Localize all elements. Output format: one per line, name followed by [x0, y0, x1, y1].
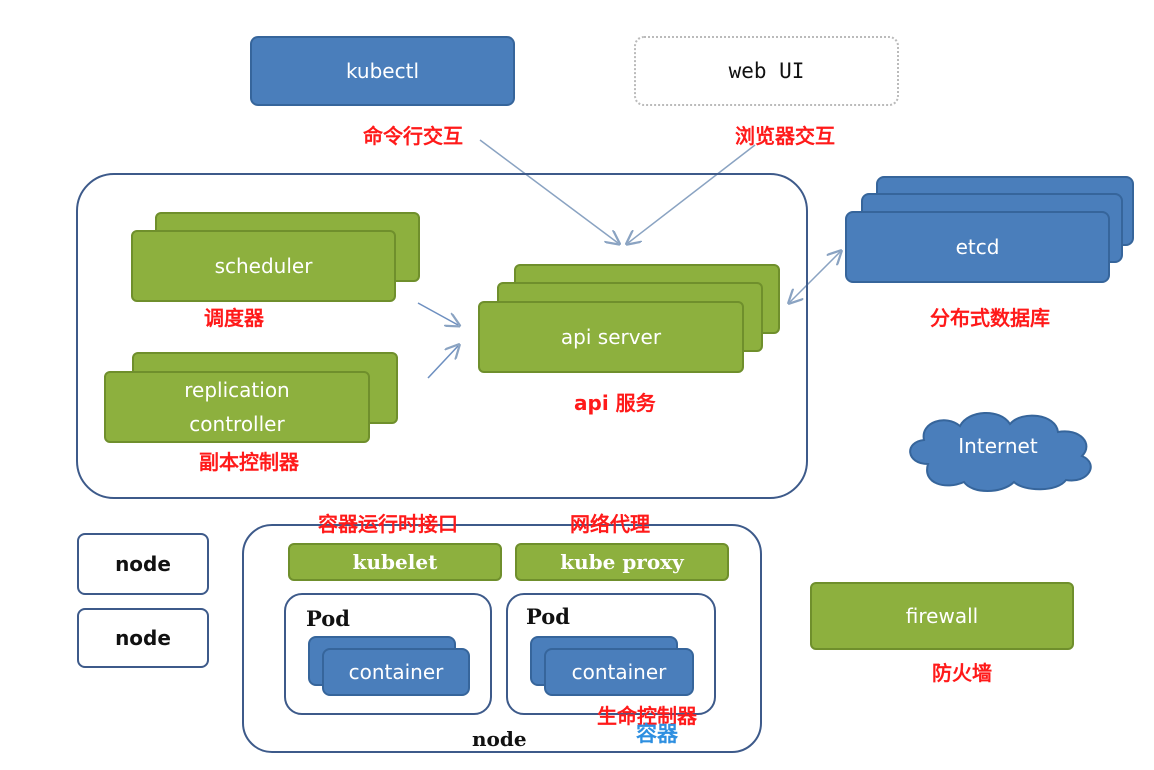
kubectl-label: 命令行交互: [363, 124, 463, 148]
replication-text-line2: controller: [189, 412, 285, 436]
kube-proxy-box: kube proxy: [515, 543, 729, 581]
kube-proxy-label: 网络代理: [570, 512, 650, 536]
scheduler-to-api-arrow: [417, 302, 458, 325]
replication-label: 副本控制器: [199, 450, 299, 474]
api-server-text: api server: [560, 325, 662, 349]
node-text-2: node: [115, 626, 171, 650]
etcd-box: etcd: [845, 211, 1110, 283]
container-box-1: container: [322, 648, 470, 696]
scheduler-text: scheduler: [214, 254, 313, 278]
pod-text-2: Pod: [526, 604, 570, 629]
scheduler-label: 调度器: [204, 306, 264, 330]
lifecycle-label: 生命控制器: [597, 704, 697, 728]
internet-label-wrap: Internet: [898, 404, 1098, 488]
kube-proxy-text: kube proxy: [560, 550, 684, 574]
scheduler-box: scheduler: [131, 230, 396, 302]
webui-text: web UI: [728, 59, 805, 83]
pod-box-1: [284, 593, 492, 715]
container-label: 容器: [636, 722, 678, 746]
etcd-text: etcd: [955, 235, 1000, 259]
pod-text-1: Pod: [306, 606, 350, 631]
node-box-2: node: [77, 608, 209, 668]
internet-text: Internet: [958, 434, 1038, 458]
kubectl-box: kubectl: [250, 36, 515, 106]
kubelet-box: kubelet: [288, 543, 502, 581]
webui-label: 浏览器交互: [735, 124, 835, 148]
replication-to-api-arrow: [427, 346, 458, 379]
master-container: [76, 173, 808, 499]
container-box-2: container: [544, 648, 694, 696]
node-text-1: node: [115, 552, 171, 576]
pod-box-2: [506, 593, 716, 715]
firewall-text: firewall: [905, 604, 979, 628]
webui-box: web UI: [634, 36, 899, 106]
api-server-box: api server: [478, 301, 744, 373]
kubelet-text: kubelet: [352, 550, 438, 574]
api-etcd-arrow: [790, 252, 840, 302]
kubectl-to-api-arrow: [479, 139, 618, 243]
replication-text-line1: replication: [184, 378, 290, 402]
kubelet-label: 容器运行时接口: [318, 512, 458, 536]
webui-to-api-arrow: [628, 144, 756, 243]
firewall-box: firewall: [810, 582, 1074, 650]
node-detail-text: node: [472, 727, 527, 751]
node-box-1: node: [77, 533, 209, 595]
container-text-2: container: [571, 660, 667, 684]
kubectl-text: kubectl: [345, 59, 420, 83]
container-text-1: container: [348, 660, 444, 684]
etcd-label: 分布式数据库: [930, 306, 1050, 330]
node-container: [242, 524, 762, 753]
internet-cloud-icon: [909, 411, 1092, 492]
replication-controller-box: replication controller: [104, 371, 370, 443]
api-server-label: api 服务: [574, 391, 656, 415]
firewall-label: 防火墙: [932, 661, 992, 685]
